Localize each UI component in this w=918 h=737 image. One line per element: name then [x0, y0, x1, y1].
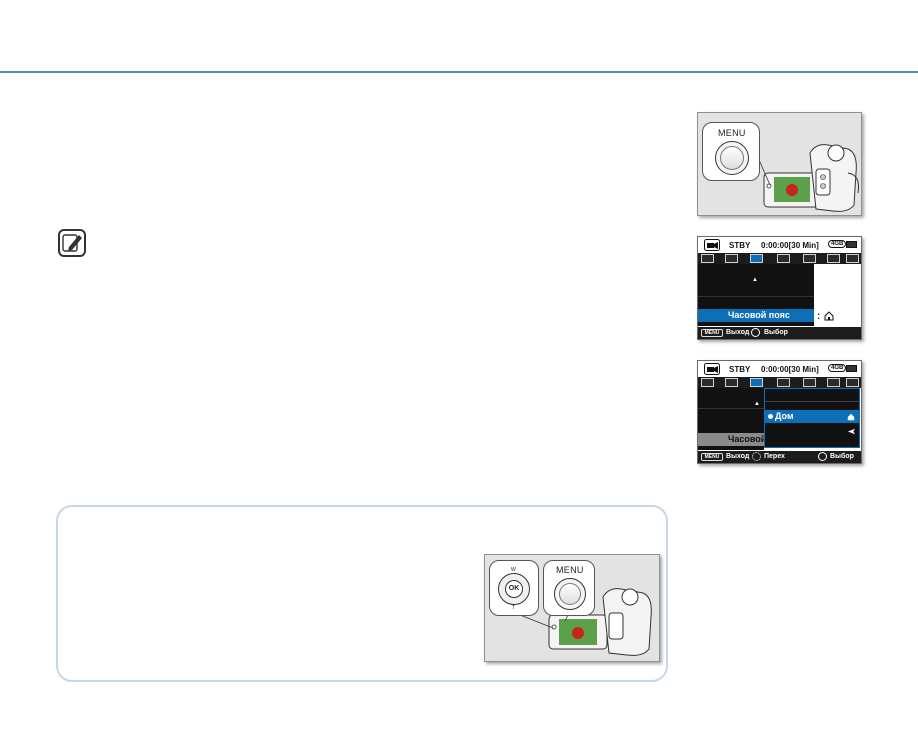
tab-1[interactable] — [701, 254, 714, 263]
menu-list: ▲ Часовой п — [698, 388, 764, 450]
tab-1[interactable] — [701, 378, 714, 387]
select-ok-icon — [751, 328, 760, 337]
menu-button-figure: MENU — [697, 112, 862, 216]
menu-chip: MENU — [701, 453, 723, 461]
t-label: T — [512, 605, 516, 611]
menu-divider — [698, 296, 814, 297]
submenu-divider — [765, 401, 859, 402]
menu-divider — [698, 408, 764, 409]
scroll-up-icon: ▲ — [752, 277, 758, 283]
memory-4gb-icon: 4GB — [828, 364, 847, 372]
camcorder-mode-icon — [704, 363, 720, 375]
menu-chip: MENU — [701, 329, 723, 337]
ok-button-callout: W OK T — [489, 560, 539, 616]
ok-button: OK — [505, 580, 523, 598]
tab-5[interactable] — [803, 254, 816, 263]
bottom-bar: MENU Выход Перех Выбор — [698, 451, 861, 463]
select-label: Выбор — [830, 453, 854, 460]
menu-item-time-zone[interactable]: Часовой п — [698, 433, 764, 446]
timecode: 0:00:00[30 Min] — [761, 365, 819, 374]
submenu-item-home[interactable]: Дом — [765, 410, 859, 423]
scroll-up-icon: ▲ — [754, 401, 760, 407]
move-joystick-icon — [752, 452, 761, 461]
status-text: STBY — [729, 365, 751, 374]
tab-5[interactable] — [803, 378, 816, 387]
menu-label: MENU — [718, 128, 746, 138]
tab-2[interactable] — [725, 378, 738, 387]
value-colon: : — [817, 311, 821, 322]
tab-6[interactable] — [827, 378, 840, 387]
tab-4[interactable] — [777, 378, 790, 387]
radio-selected-icon — [768, 414, 773, 419]
menu-item-label: Часовой пояс — [728, 310, 790, 320]
home-icon — [847, 413, 855, 421]
menu-button-callout: MENU — [702, 122, 760, 181]
menu-list: ▲ Часовой пояс — [698, 264, 814, 326]
w-label: W — [511, 567, 517, 573]
tab-settings-selected[interactable] — [750, 254, 763, 263]
tip-box: W OK T MENU — [56, 505, 668, 682]
battery-icon — [846, 365, 857, 372]
menu-label: MENU — [556, 565, 584, 575]
travel-plane-icon — [847, 428, 856, 435]
lcd-screen-time-zone-submenu: STBY 0:00:00[30 Min] 4GB ▲ Часовой п Дом — [697, 360, 862, 464]
select-ok-icon — [818, 452, 827, 461]
menu-button-cap — [559, 583, 581, 605]
submenu-panel: Дом — [764, 388, 860, 448]
tab-7[interactable] — [846, 254, 859, 263]
tab-4[interactable] — [777, 254, 790, 263]
tab-2[interactable] — [725, 254, 738, 263]
exit-label: Выход — [726, 453, 750, 460]
tab-7[interactable] — [846, 378, 859, 387]
menu-tabs — [698, 377, 861, 388]
lcd-screen-time-zone: STBY 0:00:00[30 Min] 4GB ▲ Часовой пояс … — [697, 236, 862, 340]
exit-label: Выход — [726, 329, 750, 336]
status-bar: STBY 0:00:00[30 Min] 4GB — [698, 361, 861, 377]
ok-label: OK — [508, 585, 520, 592]
home-icon — [824, 311, 834, 321]
note-pencil-icon — [58, 229, 86, 257]
tab-settings-selected[interactable] — [750, 378, 763, 387]
memory-4gb-icon: 4GB — [828, 240, 847, 248]
menu-item-label: Часовой п — [728, 434, 764, 444]
timecode: 0:00:00[30 Min] — [761, 241, 819, 250]
camcorder-mode-icon — [704, 239, 720, 251]
submenu-item-label: Дом — [775, 411, 794, 421]
status-text: STBY — [729, 241, 751, 250]
move-label: Перех — [764, 453, 785, 460]
tab-6[interactable] — [827, 254, 840, 263]
menu-button-cap — [720, 146, 744, 170]
ok-menu-button-figure: W OK T MENU — [484, 554, 660, 662]
header-rule — [0, 71, 918, 73]
select-label: Выбор — [764, 329, 788, 336]
menu-item-time-zone[interactable]: Часовой пояс — [698, 309, 814, 322]
bottom-bar: MENU Выход Выбор — [698, 327, 861, 339]
battery-icon — [846, 241, 857, 248]
status-bar: STBY 0:00:00[30 Min] 4GB — [698, 237, 861, 253]
menu-button-callout: MENU — [543, 560, 595, 616]
menu-tabs — [698, 253, 861, 264]
